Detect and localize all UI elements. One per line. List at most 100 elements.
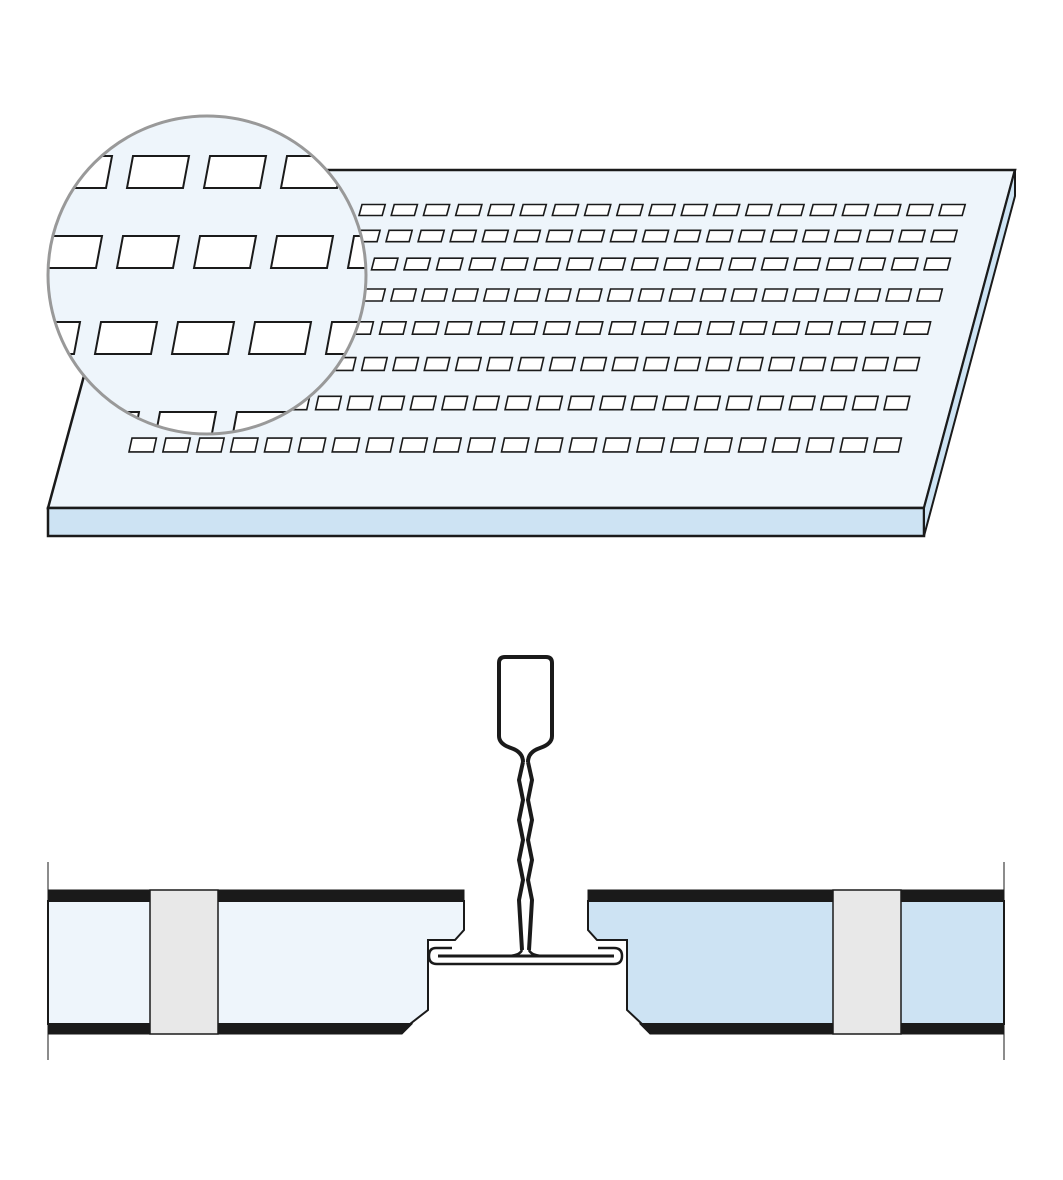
perforation-hole xyxy=(602,437,632,453)
perforation-hole xyxy=(885,288,913,302)
perforation-hole xyxy=(500,257,529,271)
perforation-hole xyxy=(485,356,514,372)
perforation-hole xyxy=(915,288,944,302)
perforation-hole xyxy=(929,229,959,243)
perforation-hole xyxy=(370,257,399,271)
magnifier-ring xyxy=(46,114,368,436)
perforation-hole xyxy=(882,395,911,411)
perforation-hole xyxy=(892,356,921,372)
perforation-hole xyxy=(703,437,734,453)
perforation-hole xyxy=(669,437,700,453)
panel-side-edge xyxy=(923,169,1016,537)
perforation-hole xyxy=(825,257,854,271)
perforation-hole xyxy=(805,437,835,453)
perforation-hole xyxy=(727,257,757,271)
perforation-hole xyxy=(378,320,408,336)
perforation-hole xyxy=(712,203,741,217)
magnified-hole xyxy=(170,321,236,355)
perforation-hole xyxy=(476,320,506,336)
perforation-hole xyxy=(668,288,696,302)
perforation-hole xyxy=(391,356,420,372)
perforation-hole xyxy=(865,229,895,243)
perforation-hole xyxy=(637,288,665,302)
perforation-hole xyxy=(575,320,604,336)
perforation-hole xyxy=(314,395,343,411)
perforation-hole xyxy=(542,320,572,336)
perforation-hole xyxy=(647,203,677,217)
perforation-hole xyxy=(551,203,580,217)
perforation-hole xyxy=(606,288,634,302)
perforation-hole xyxy=(297,437,327,453)
perforation-hole xyxy=(673,356,702,372)
perforation-hole xyxy=(331,437,361,453)
perforation-hole xyxy=(830,356,858,372)
perforation-hole xyxy=(402,257,432,271)
perforation-hole xyxy=(771,320,801,336)
perforation-hole xyxy=(607,320,637,336)
perforation-hole xyxy=(357,203,387,217)
perforation-hole xyxy=(662,257,692,271)
perforation-hole xyxy=(565,257,594,271)
perforation-hole xyxy=(833,229,862,243)
perforation-hole xyxy=(597,257,627,271)
perforation-hole xyxy=(673,320,703,336)
perforation-hole xyxy=(534,437,564,453)
perforation-hole xyxy=(705,229,734,243)
perforation-hole xyxy=(567,395,595,411)
perforation-hole xyxy=(466,437,497,453)
perforation-hole xyxy=(730,288,758,302)
perforation-hole xyxy=(467,257,497,271)
perforation-hole xyxy=(161,437,192,453)
perforation-hole xyxy=(417,229,446,243)
perforation-hole xyxy=(454,203,483,217)
perforation-hole xyxy=(642,356,671,372)
perforation-hole xyxy=(609,229,638,243)
perforation-hole xyxy=(544,288,572,302)
perforation-hole xyxy=(411,320,440,336)
perforation-hole xyxy=(695,257,724,271)
magnified-hole xyxy=(125,155,191,189)
perforation-hole xyxy=(725,395,753,411)
perforation-hole xyxy=(922,257,952,271)
perforation-hole xyxy=(873,203,902,217)
magnified-hole xyxy=(49,155,114,189)
right-insert xyxy=(832,889,902,1035)
section-right-panel xyxy=(587,889,1005,1035)
perforation-hole xyxy=(128,437,158,453)
perforation-hole xyxy=(792,257,822,271)
panel-front-edge xyxy=(46,506,926,538)
perforation-hole xyxy=(737,437,767,453)
perforation-hole xyxy=(390,203,419,217)
perforation-hole xyxy=(513,229,542,243)
perforation-hole xyxy=(577,229,606,243)
perforation-hole xyxy=(861,356,890,372)
perforation-hole xyxy=(897,229,927,243)
perforation-hole xyxy=(902,320,932,336)
perforation-hole xyxy=(509,320,539,336)
magnified-hole xyxy=(115,235,181,269)
perforation-hole xyxy=(389,288,418,302)
perforation-hole xyxy=(640,320,670,336)
perforation-hole xyxy=(756,395,785,411)
perforation-hole xyxy=(630,395,659,411)
perforation-hole xyxy=(583,203,612,217)
perforation-hole xyxy=(423,356,451,372)
perforation-hole xyxy=(776,203,806,217)
perforation-hole xyxy=(346,395,374,411)
section-view xyxy=(47,655,1005,1060)
perforation-hole xyxy=(519,203,548,217)
perforation-hole xyxy=(472,395,501,411)
perforation-hole xyxy=(661,395,690,411)
perforation-hole xyxy=(851,395,880,411)
perforation-hole xyxy=(873,437,903,453)
perforation-hole xyxy=(409,395,438,411)
perforation-hole xyxy=(435,257,464,271)
perforation-hole xyxy=(532,257,562,271)
perforation-hole xyxy=(641,229,670,243)
perforation-hole xyxy=(771,437,801,453)
magnified-hole xyxy=(49,321,82,355)
perforation-hole xyxy=(263,437,293,453)
magnified-hole xyxy=(247,321,313,355)
perforation-hole xyxy=(444,320,473,336)
